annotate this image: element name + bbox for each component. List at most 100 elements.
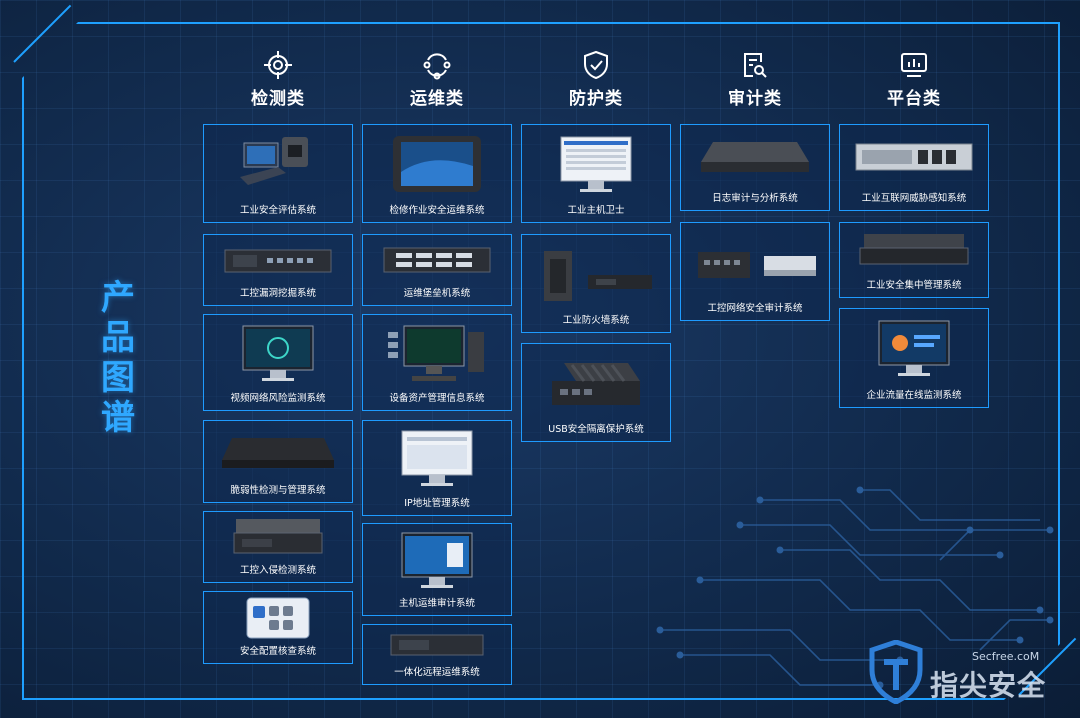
rugged-tablet-image	[393, 135, 481, 192]
firewall-boxes-image	[544, 250, 652, 301]
sync-cycle-icon	[423, 53, 451, 80]
product-image	[840, 223, 988, 277]
product-image	[681, 223, 829, 300]
title-char: 品	[101, 318, 135, 358]
product-name: 设备资产管理信息系统	[389, 393, 485, 404]
product-image	[204, 235, 352, 285]
product-card[interactable]: 企业流量在线监测系统	[839, 308, 989, 408]
product-image	[522, 235, 670, 312]
product-card[interactable]: 视频网络风险监测系统	[203, 314, 353, 411]
product-image	[840, 309, 988, 387]
product-name: 工业互联网威胁感知系统	[861, 193, 967, 204]
monitor-image	[401, 430, 473, 486]
circuit-decoration	[656, 486, 1054, 689]
fanless-box-image	[552, 362, 640, 405]
monitor-image	[401, 532, 473, 588]
title-char: 图	[101, 358, 135, 398]
product-name: 一体化远程运维系统	[394, 667, 480, 678]
product-card[interactable]: 运维堡垒机系统	[362, 234, 512, 306]
product-card[interactable]: 工业安全集中管理系统	[839, 222, 989, 298]
flat-appliance-image	[222, 437, 334, 468]
product-name: 工控漏洞挖掘系统	[239, 288, 316, 299]
product-image	[840, 125, 988, 190]
rack-server-image	[855, 143, 973, 170]
product-name: 企业流量在线监测系统	[866, 390, 962, 401]
rack-server-image	[224, 249, 332, 273]
product-card[interactable]: 日志审计与分析系统	[680, 124, 830, 211]
product-card[interactable]: 工业安全评估系统	[203, 124, 353, 223]
product-name: 安全配置核查系统	[239, 646, 316, 657]
product-card[interactable]: 脆弱性检测与管理系统	[203, 420, 353, 503]
category-platform: 平台类	[839, 50, 989, 109]
target-icon	[264, 51, 292, 79]
category-audit: 审计类	[680, 50, 830, 109]
product-card[interactable]: 工控漏洞挖掘系统	[203, 234, 353, 306]
product-name: 工控网络安全审计系统	[707, 303, 803, 314]
laptop-image	[240, 136, 308, 185]
product-image	[204, 421, 352, 482]
product-image	[363, 235, 511, 285]
product-image	[204, 315, 352, 390]
rack-server-image	[233, 519, 323, 554]
product-name: 工控入侵检测系统	[239, 565, 316, 576]
shield-logo-icon	[869, 640, 923, 704]
product-name: 工业主机卫士	[567, 205, 625, 216]
product-card[interactable]: 工控入侵检测系统	[203, 511, 353, 583]
product-card[interactable]: 工业防火墙系统	[521, 234, 671, 333]
product-card[interactable]: USB安全隔离保护系统	[521, 343, 671, 442]
tablet-app-image	[246, 597, 310, 638]
product-card[interactable]: IP地址管理系统	[362, 420, 512, 516]
product-image	[204, 125, 352, 202]
small-appliances-image	[698, 251, 816, 278]
monitor-image	[560, 136, 632, 192]
product-image	[363, 421, 511, 495]
rack-server-image	[383, 247, 491, 273]
product-image	[204, 592, 352, 643]
title-char: 产	[101, 278, 135, 318]
rack-server-image	[390, 634, 484, 655]
category-protection: 防护类	[521, 50, 671, 109]
product-name: 工业安全评估系统	[239, 205, 316, 216]
flat-appliance-image	[701, 141, 809, 172]
category-label: 审计类	[728, 89, 782, 109]
product-image	[363, 315, 511, 390]
rack-server-image	[859, 234, 969, 265]
product-name: 运维堡垒机系统	[403, 288, 471, 299]
product-card[interactable]: 工业互联网威胁感知系统	[839, 124, 989, 211]
product-image	[363, 125, 511, 202]
product-name: 检修作业安全运维系统	[389, 205, 485, 216]
document-search-icon	[744, 53, 767, 78]
product-card[interactable]: 主机运维审计系统	[362, 523, 512, 616]
product-image	[522, 344, 670, 421]
title-char: 谱	[101, 398, 135, 438]
product-image	[681, 125, 829, 190]
monitor-image	[878, 320, 950, 376]
product-card[interactable]: 设备资产管理信息系统	[362, 314, 512, 411]
product-card[interactable]: 工控网络安全审计系统	[680, 222, 830, 321]
product-card[interactable]: 检修作业安全运维系统	[362, 124, 512, 223]
product-name: IP地址管理系统	[404, 498, 470, 509]
monitor-image	[242, 325, 314, 381]
product-name: 主机运维审计系统	[398, 598, 475, 609]
product-name: 日志审计与分析系统	[712, 193, 798, 204]
watermark-brand: 指尖安全	[930, 669, 1047, 702]
product-card[interactable]: 一体化远程运维系统	[362, 624, 512, 685]
product-name: 工业防火墙系统	[562, 315, 630, 326]
category-label: 检测类	[251, 89, 305, 109]
desktop-workstation-image	[388, 325, 484, 381]
product-name: 视频网络风险监测系统	[230, 393, 326, 404]
product-image	[204, 512, 352, 562]
product-name: 脆弱性检测与管理系统	[230, 485, 326, 496]
product-image	[363, 524, 511, 595]
product-card[interactable]: 安全配置核查系统	[203, 591, 353, 664]
vertical-title: 产 品 图 谱	[98, 278, 138, 438]
watermark-site: Secfree.coM	[972, 650, 1040, 663]
outer-frame	[22, 22, 1060, 700]
category-label: 平台类	[887, 89, 941, 109]
category-label: 运维类	[410, 89, 464, 109]
category-detection: 检测类	[203, 50, 353, 109]
product-image	[363, 625, 511, 664]
shield-check-icon	[584, 50, 608, 80]
monitor-chart-icon	[901, 53, 927, 77]
product-card[interactable]: 工业主机卫士	[521, 124, 671, 223]
